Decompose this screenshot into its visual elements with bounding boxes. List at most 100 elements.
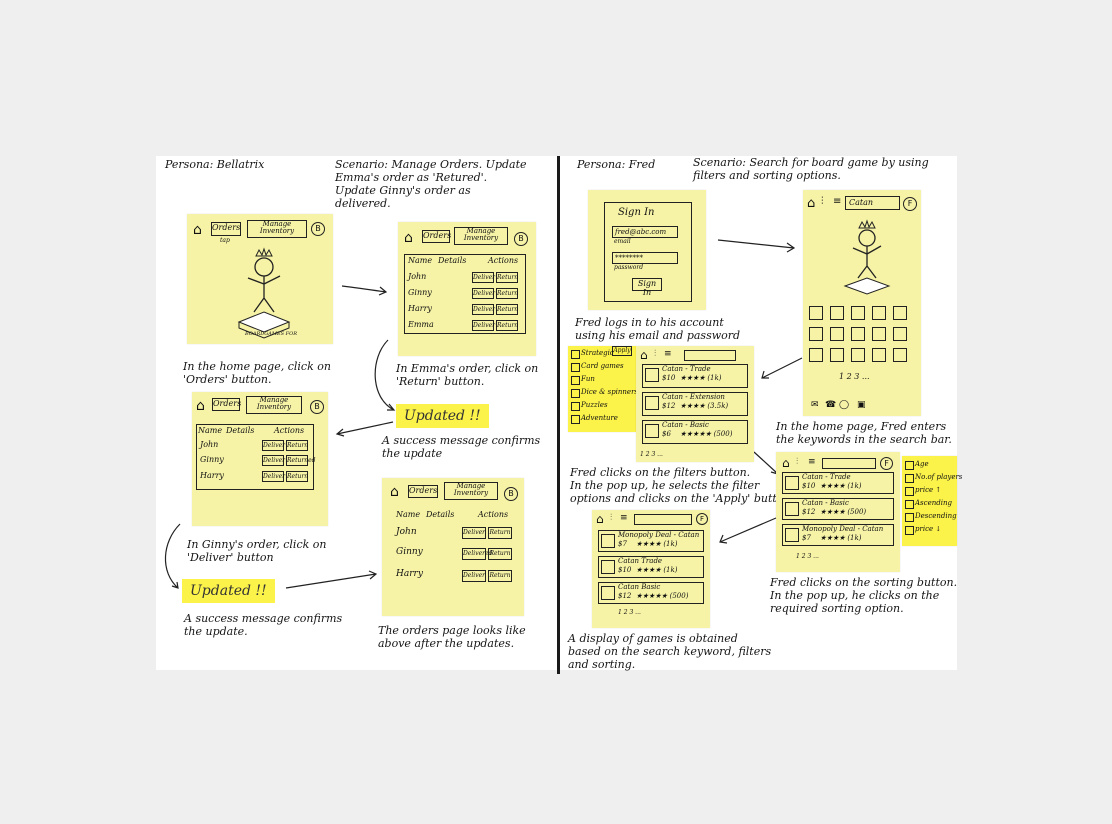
- orders-button[interactable]: Orders: [408, 485, 438, 498]
- game-tile[interactable]: [809, 348, 823, 362]
- filter-checkbox[interactable]: [571, 350, 580, 359]
- filter-checkbox[interactable]: [571, 402, 580, 411]
- home-icon[interactable]: ⌂: [596, 512, 604, 526]
- profile-avatar[interactable]: B: [311, 222, 325, 236]
- apply-button[interactable]: Apply: [612, 346, 632, 356]
- sort-icon[interactable]: ≡: [808, 457, 816, 467]
- filter-icon[interactable]: ⫶: [821, 196, 824, 207]
- game-tile[interactable]: [851, 348, 865, 362]
- game-card[interactable]: [642, 364, 748, 388]
- profile-avatar[interactable]: F: [903, 197, 917, 211]
- manage-inventory-button[interactable]: Manage Inventory: [247, 220, 307, 238]
- search-input[interactable]: [822, 458, 876, 469]
- filter-icon[interactable]: ⫶: [610, 513, 613, 523]
- orders-button[interactable]: Orders: [422, 230, 451, 243]
- game-tile[interactable]: [851, 306, 865, 320]
- game-tile[interactable]: [872, 327, 886, 341]
- sort-icon[interactable]: ≡: [833, 196, 842, 207]
- profile-avatar[interactable]: F: [880, 457, 893, 470]
- pagination[interactable]: 1 2 3 ...: [839, 372, 870, 381]
- search-input[interactable]: Catan: [845, 196, 900, 210]
- manage-inventory-button[interactable]: Manage Inventory: [246, 396, 302, 414]
- search-input[interactable]: [684, 350, 736, 361]
- return-button[interactable]: Return: [496, 320, 519, 331]
- search-input[interactable]: [634, 514, 692, 525]
- game-tile[interactable]: [830, 327, 844, 341]
- game-tile[interactable]: [830, 306, 844, 320]
- return-button[interactable]: Return: [496, 304, 519, 315]
- game-tile[interactable]: [809, 327, 823, 341]
- sort-checkbox[interactable]: [905, 487, 914, 496]
- game-tile[interactable]: [893, 327, 907, 341]
- home-icon[interactable]: ⌂: [196, 398, 205, 414]
- deliver-button[interactable]: Deliver: [472, 288, 496, 299]
- return-button[interactable]: Return: [488, 548, 512, 560]
- pagination[interactable]: 1 2 3 ...: [618, 609, 641, 616]
- password-field[interactable]: ********: [612, 252, 678, 264]
- profile-avatar[interactable]: B: [504, 487, 518, 501]
- game-card[interactable]: [782, 524, 894, 546]
- game-card[interactable]: [598, 582, 704, 604]
- filter-checkbox[interactable]: [571, 363, 580, 372]
- manage-inventory-button[interactable]: Manage Inventory: [454, 227, 508, 245]
- filter-checkbox[interactable]: [571, 415, 580, 424]
- home-icon[interactable]: ⌂: [640, 348, 648, 362]
- home-icon[interactable]: ⌂: [404, 230, 413, 246]
- game-card[interactable]: [782, 498, 894, 520]
- home-icon[interactable]: ⌂: [390, 484, 399, 500]
- orders-button[interactable]: Orders: [212, 398, 241, 411]
- game-tile[interactable]: [851, 327, 865, 341]
- deliver-button[interactable]: Deliver: [262, 440, 286, 451]
- deliver-button[interactable]: Deliver: [472, 304, 496, 315]
- game-card[interactable]: [642, 420, 748, 444]
- sort-checkbox[interactable]: [905, 474, 914, 483]
- game-tile[interactable]: [809, 306, 823, 320]
- pagination[interactable]: 1 2 3 ...: [640, 451, 663, 458]
- sort-checkbox[interactable]: [905, 513, 914, 522]
- deliver-button[interactable]: Deliver: [462, 527, 486, 539]
- deliver-button[interactable]: Deliver: [262, 471, 286, 482]
- game-tile[interactable]: [830, 348, 844, 362]
- sort-checkbox[interactable]: [905, 461, 914, 470]
- home-icon[interactable]: ⌂: [193, 222, 202, 238]
- pagination[interactable]: 1 2 3 ...: [796, 553, 819, 560]
- game-tile[interactable]: [893, 348, 907, 362]
- sort-icon[interactable]: ≡: [620, 513, 628, 523]
- game-tile[interactable]: [872, 306, 886, 320]
- return-button[interactable]: Return: [496, 272, 519, 283]
- return-button[interactable]: Return: [488, 527, 512, 539]
- deliver-button[interactable]: Deliver: [472, 320, 496, 331]
- game-card[interactable]: [598, 556, 704, 578]
- game-tile[interactable]: [872, 348, 886, 362]
- profile-avatar[interactable]: B: [310, 400, 324, 414]
- instagram-icon[interactable]: ▣: [857, 400, 866, 410]
- filter-checkbox[interactable]: [571, 389, 580, 398]
- filter-icon[interactable]: ⫶: [654, 349, 657, 359]
- sort-checkbox[interactable]: [905, 526, 914, 535]
- return-button[interactable]: Return: [286, 471, 309, 482]
- profile-avatar[interactable]: B: [514, 232, 528, 246]
- deliver-button[interactable]: Deliver: [462, 570, 486, 582]
- game-tile[interactable]: [893, 306, 907, 320]
- orders-button[interactable]: Orders: [211, 222, 241, 236]
- email-field[interactable]: fred@abc.com: [612, 226, 678, 238]
- deliver-button[interactable]: Deliver: [472, 272, 496, 283]
- sort-icon[interactable]: ≡: [664, 349, 672, 359]
- return-button[interactable]: Return: [286, 440, 309, 451]
- game-card[interactable]: [598, 530, 704, 552]
- profile-avatar[interactable]: F: [696, 513, 708, 525]
- filter-checkbox[interactable]: [571, 376, 580, 385]
- signin-button[interactable]: Sign In: [632, 278, 662, 297]
- return-button[interactable]: Return: [488, 570, 512, 582]
- home-icon[interactable]: ⌂: [807, 196, 816, 211]
- manage-inventory-button[interactable]: Manage Inventory: [444, 482, 498, 500]
- game-card[interactable]: [642, 392, 748, 416]
- deliver-button[interactable]: Deliver: [262, 455, 286, 466]
- game-card[interactable]: [782, 472, 894, 494]
- mail-icon[interactable]: ✉: [811, 400, 819, 410]
- return-button[interactable]: Return: [496, 288, 519, 299]
- filter-icon[interactable]: ⫶: [796, 457, 799, 467]
- phone-icon[interactable]: ☎: [825, 400, 837, 410]
- chat-icon[interactable]: ◯: [839, 400, 850, 410]
- home-icon[interactable]: ⌂: [782, 456, 790, 470]
